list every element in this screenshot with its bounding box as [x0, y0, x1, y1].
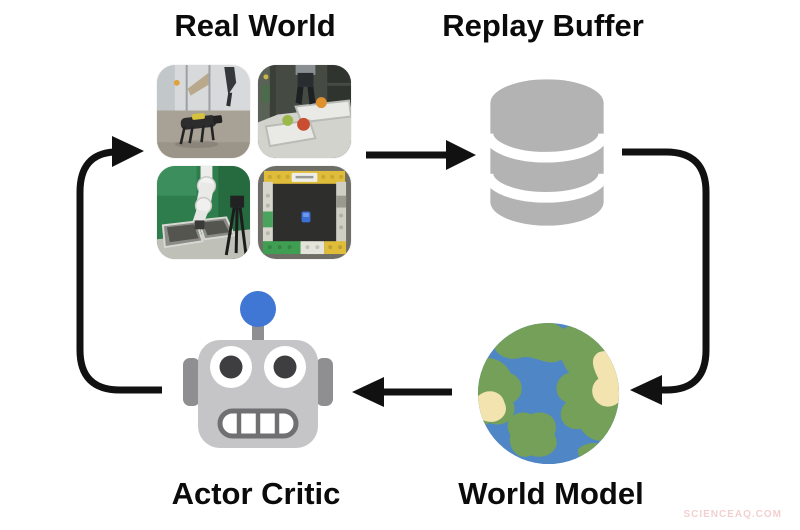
robot-icon — [183, 291, 333, 448]
robot-mouth — [217, 408, 299, 439]
arrow-real-world-to-replay-buffer — [366, 140, 476, 170]
lego-arena-image — [258, 166, 351, 259]
watermark: SCIENCEAQ.COM — [683, 509, 782, 520]
globe-icon — [477, 322, 620, 465]
database-icon — [488, 79, 606, 226]
node-label-actor-critic: Actor Critic — [171, 476, 341, 511]
robot-left-ear — [183, 358, 200, 406]
robot-right-ear — [316, 358, 333, 406]
arrow-actor-critic-to-real-world — [76, 136, 162, 394]
photo-lego-arena — [258, 166, 351, 259]
robot-arm-bins-image — [157, 166, 250, 259]
gripper-fruit-image — [258, 65, 351, 158]
arrow-replay-buffer-to-world-model — [622, 148, 710, 405]
real-world-photo-grid — [157, 65, 351, 259]
node-label-replay-buffer: Replay Buffer — [442, 8, 644, 43]
antenna-ball — [240, 291, 276, 327]
quadruped-robot-image — [157, 65, 250, 158]
node-label-real-world: Real World — [174, 8, 336, 43]
photo-quadruped-robot — [157, 65, 250, 158]
photo-robot-arm-bins — [157, 166, 250, 259]
node-label-world-model: World Model — [458, 476, 644, 511]
arrow-world-model-to-actor-critic — [352, 377, 452, 407]
photo-gripper-fruit — [258, 65, 351, 158]
